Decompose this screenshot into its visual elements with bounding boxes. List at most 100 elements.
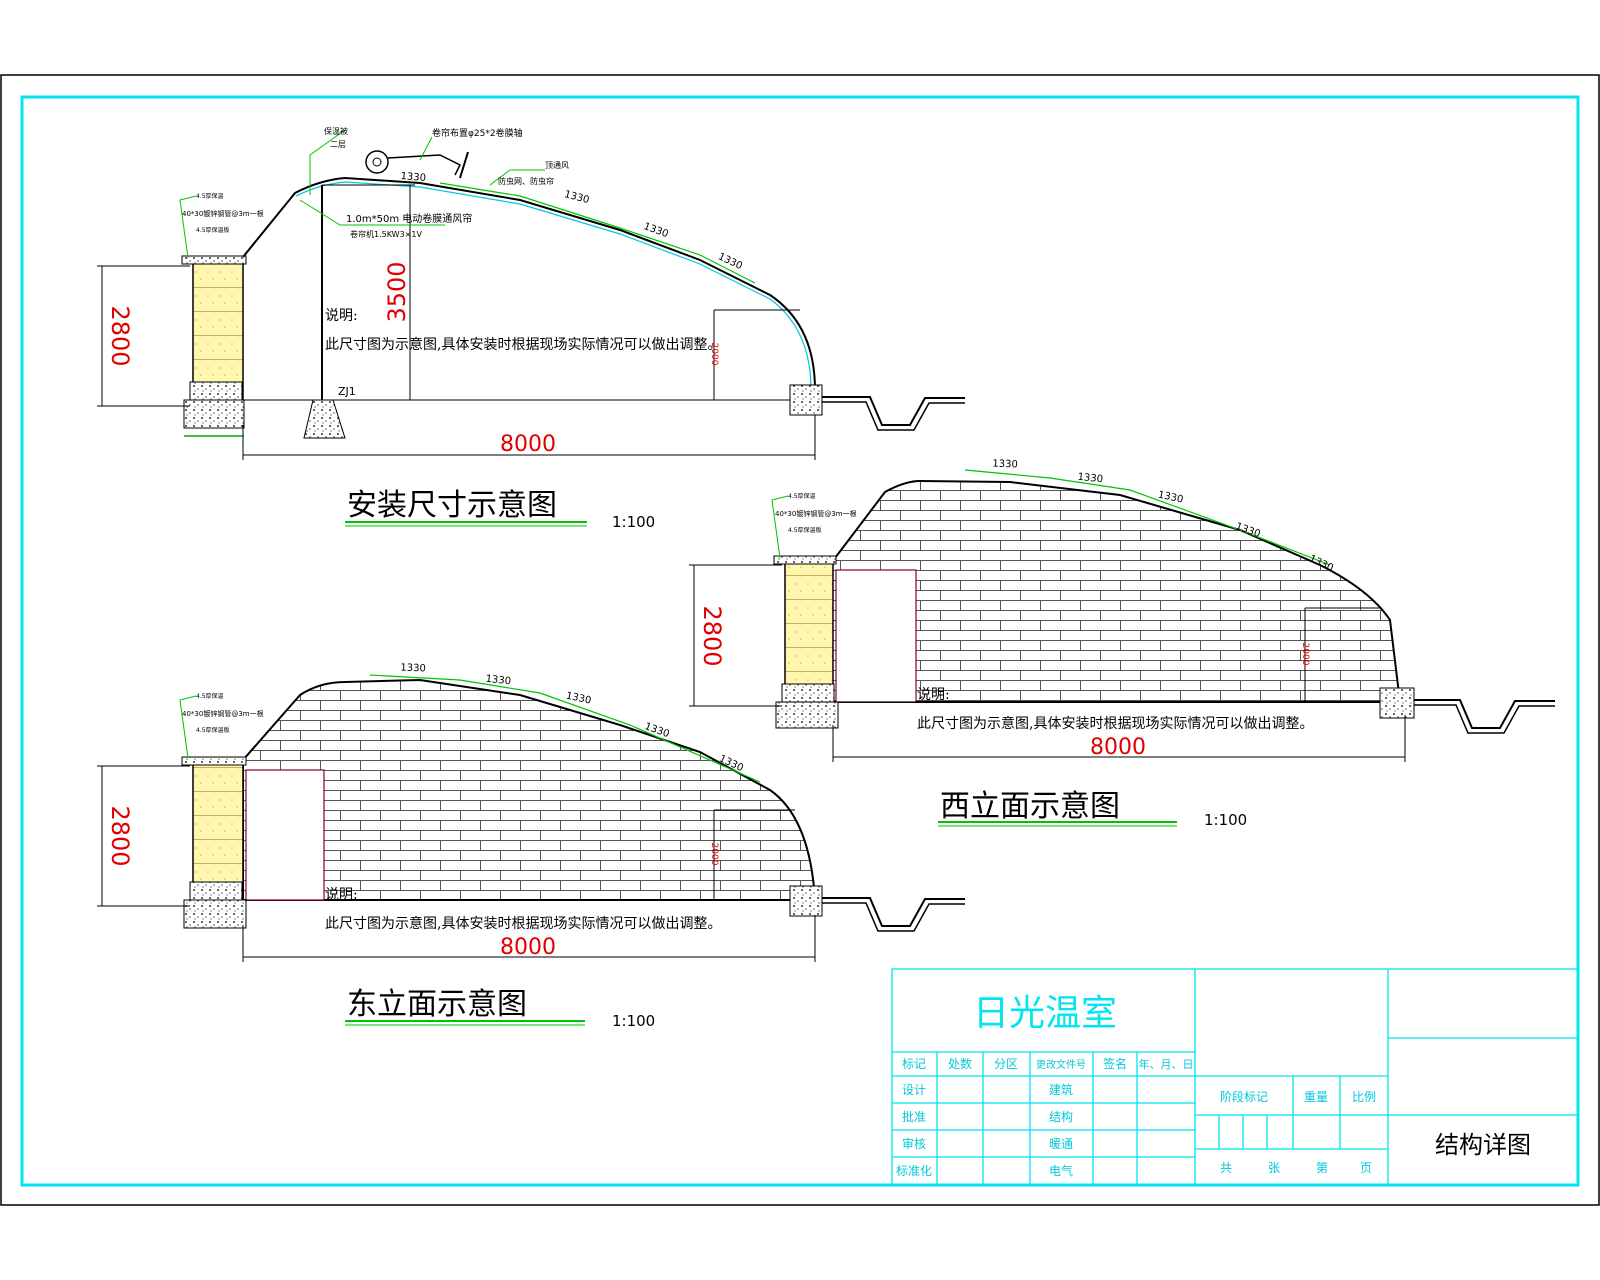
install-label-roller-axis: 卷帘布置φ25*2卷膜轴 — [432, 127, 523, 139]
west-back-wall — [784, 561, 834, 703]
install-post-label: ZJ1 — [338, 385, 356, 398]
install-label-motor: 卷帘机1.5KW3×1V — [350, 229, 422, 239]
tb-header-2: 分区 — [994, 1057, 1018, 1071]
west-seg-3: 1330 — [1157, 490, 1184, 506]
install-label-insect-net: 防虫网、防虫帘 — [498, 176, 554, 186]
east-label-wall-c: 4.5厚保温板 — [196, 726, 230, 734]
west-view: 8000 2800 2000 1330 1330 1330 1330 1330 … — [689, 459, 1555, 829]
install-dim-front: 2000 — [709, 343, 719, 366]
west-note-title: 说明: — [917, 687, 950, 703]
east-note-title: 说明: — [325, 887, 358, 903]
tb-role-mid-0: 建筑 — [1049, 1082, 1073, 1097]
roller-arm — [387, 154, 462, 176]
tb-header-5: 年、月、日 — [1139, 1057, 1194, 1071]
tb-role-mid-1: 结构 — [1049, 1109, 1073, 1124]
west-seg-2: 1330 — [1077, 472, 1103, 486]
install-wall-base — [189, 381, 243, 401]
west-title: 西立面示意图 — [940, 789, 1120, 824]
install-note-text: 此尺寸图为示意图,具体安装时根据现场实际情况可以做出调整。 — [325, 336, 721, 353]
circle-roller-icon — [365, 150, 389, 174]
west-gable-fill — [831, 479, 1402, 703]
tb-count-2: 第 — [1316, 1161, 1328, 1175]
install-view: 8000 2800 3500 2000 1330 1330 1330 1330 … — [97, 126, 965, 531]
west-footing — [775, 701, 839, 729]
install-dim-height: 3500 — [383, 261, 411, 322]
west-dim-front: 2000 — [1300, 643, 1310, 666]
install-label-ridge: 保温被 — [324, 126, 348, 136]
tb-count-3: 页 — [1360, 1161, 1372, 1175]
install-label-wall-a: 4.5厚保温 — [196, 192, 224, 200]
title-block — [891, 968, 1579, 1186]
install-post-footing — [303, 399, 346, 439]
west-note-text: 此尺寸图为示意图,具体安装时根据现场实际情况可以做出调整。 — [917, 715, 1313, 732]
tb-role-left-2: 审核 — [902, 1136, 926, 1151]
tb-header-0: 标记 — [902, 1057, 926, 1071]
west-label-wall-c: 4.5厚保温板 — [788, 526, 822, 534]
drawing-name: 结构详图 — [1435, 1131, 1531, 1159]
install-note-title: 说明: — [325, 308, 358, 324]
east-label-wall-a: 4.5厚保温 — [196, 692, 224, 700]
east-ditch — [822, 897, 965, 927]
east-dim-wall: 2800 — [106, 805, 134, 866]
west-label-wall-a: 4.5厚保温 — [788, 492, 816, 500]
install-dim-width: 8000 — [500, 432, 556, 457]
east-view: 8000 2800 2000 1330 1330 1330 1330 1330 … — [97, 663, 965, 1030]
tb-role-mid-3: 电气 — [1049, 1163, 1073, 1178]
install-seg-4: 1330 — [716, 251, 744, 272]
east-dim-front: 2000 — [709, 843, 719, 866]
project-title: 日光温室 — [973, 993, 1117, 1034]
tb-header-1: 处数 — [948, 1056, 972, 1071]
tb-count-0: 共 — [1220, 1161, 1232, 1175]
tb-role-left-1: 批准 — [902, 1109, 926, 1124]
tb-role-left-0: 设计 — [902, 1083, 926, 1097]
east-seg-3: 1330 — [565, 691, 592, 707]
tb-role-mid-2: 暖通 — [1049, 1137, 1073, 1151]
west-ditch — [1414, 699, 1555, 729]
install-wall-cap — [181, 255, 247, 265]
tb-stage-1: 重量 — [1304, 1090, 1328, 1104]
tb-role-left-3: 标准化 — [896, 1164, 932, 1178]
install-front-footing — [789, 384, 823, 416]
east-note-text: 此尺寸图为示意图,具体安装时根据现场实际情况可以做出调整。 — [325, 915, 721, 932]
install-footing — [183, 399, 245, 429]
west-dim-wall: 2800 — [698, 605, 726, 666]
tb-header-4: 签名 — [1103, 1056, 1127, 1071]
east-scale: 1:100 — [612, 1012, 655, 1030]
install-title: 安装尺寸示意图 — [347, 488, 557, 523]
east-seg-2: 1330 — [485, 674, 511, 688]
east-footing — [183, 899, 247, 929]
install-dim-wall: 2800 — [106, 305, 134, 366]
east-door — [245, 769, 325, 901]
install-scale: 1:100 — [612, 513, 655, 531]
install-seg-1: 1330 — [400, 171, 426, 184]
install-ditch — [822, 396, 965, 426]
east-seg-1: 1330 — [400, 663, 426, 675]
west-scale: 1:100 — [1204, 811, 1247, 829]
west-seg-1: 1330 — [992, 459, 1018, 471]
tb-stage-0: 阶段标记 — [1220, 1089, 1268, 1104]
install-seg-2: 1330 — [563, 189, 590, 206]
outer-frame — [0, 74, 1600, 1206]
install-roof-arch — [242, 176, 816, 391]
east-label-wall-b: 40*30镀锌钢管@3m一根 — [182, 709, 264, 718]
west-door — [835, 569, 917, 703]
west-label-wall-b: 40*30镀锌钢管@3m一根 — [775, 509, 857, 518]
west-front-footing — [1379, 687, 1415, 719]
install-label-wall-b: 40*30镀锌钢管@3m一根 — [182, 209, 264, 218]
east-back-wall — [192, 762, 244, 901]
install-label-ridge2: 二层 — [330, 140, 346, 149]
tb-count-1: 张 — [1268, 1161, 1280, 1175]
tb-header-3: 更改文件号 — [1036, 1058, 1086, 1071]
west-dim-width: 8000 — [1090, 735, 1146, 760]
east-front-footing — [789, 885, 823, 917]
install-label-wall-c: 4.5厚保温板 — [196, 226, 230, 234]
inner-frame — [20, 95, 1580, 1187]
install-back-wall — [192, 261, 244, 401]
east-dim-width: 8000 — [500, 935, 556, 960]
install-label-curtain: 1.0m*50m 电动卷膜通风帘 — [346, 212, 472, 225]
east-gable-fill — [242, 678, 817, 901]
tb-stage-2: 比例 — [1352, 1090, 1376, 1104]
install-label-top-vent: 顶通风 — [545, 160, 569, 170]
east-title: 东立面示意图 — [347, 987, 527, 1022]
